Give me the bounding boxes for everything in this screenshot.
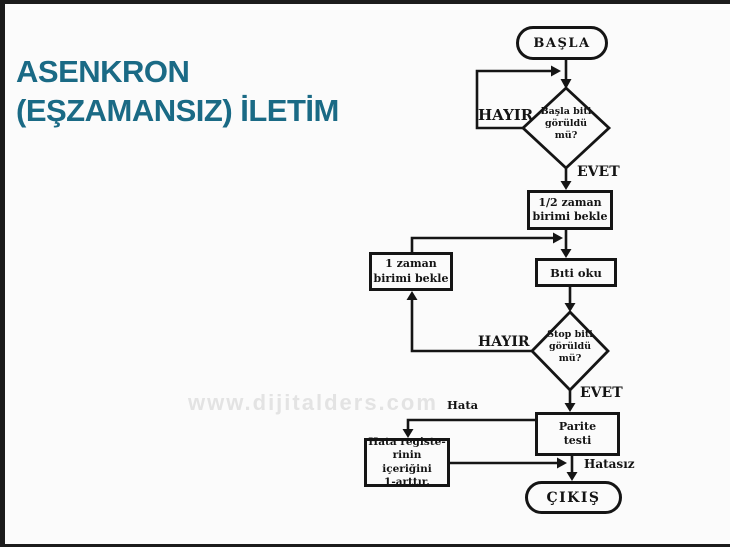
edge-label-hatasiz: Hatasız (584, 457, 635, 471)
edge-label-evet-bottom: EVET (580, 385, 623, 401)
arrowhead-down-icon (564, 403, 576, 412)
node-parity-test-label: Parite testi (558, 419, 597, 447)
frame-bar-bottom (0, 544, 730, 547)
arrowhead-down-icon (560, 249, 572, 258)
decision-start-bit-label: Başla biti görüldü mü? (540, 106, 592, 141)
arrowhead-up-icon (406, 291, 418, 300)
node-end-terminator: ÇIKIŞ (525, 481, 622, 514)
node-wait-half-label: 1/2 zaman birimi bekle (532, 195, 608, 223)
edge-hata-parity-errorreg (406, 418, 535, 429)
edge-label-hata: Hata (447, 398, 479, 412)
node-error-register-label: Hata registe- rinin içeriğini 1-arttır. (368, 436, 446, 488)
node-start-terminator: BAŞLA (516, 26, 608, 60)
edge-label-evet-top: EVET (577, 164, 620, 180)
arrowhead-down-icon (566, 472, 578, 481)
node-end-label: ÇIKIŞ (546, 489, 601, 506)
arrowhead-right-icon (551, 65, 561, 77)
node-wait-one-time: 1 zaman birimi bekle (369, 252, 453, 291)
edge-label-hayir-bottom: HAYIR (478, 334, 530, 350)
arrowhead-down-icon (560, 181, 572, 190)
arrowhead-right-icon (557, 457, 567, 469)
node-read-bit: Bıti oku (535, 258, 617, 287)
node-read-bit-label: Bıti oku (550, 265, 602, 280)
edge-label-hayir-top: HAYIR (478, 106, 534, 124)
decision-stop-bit-label: Stop biti görüldü mü? (547, 329, 593, 364)
node-start-label: BAŞLA (533, 35, 591, 51)
arrowhead-down-icon (564, 303, 576, 312)
node-wait-half-time: 1/2 zaman birimi bekle (527, 190, 613, 230)
node-parity-test: Parite testi (535, 412, 620, 456)
frame-bar-left (0, 0, 5, 547)
arrowhead-down-icon (560, 79, 572, 89)
edge-waitone-junction (410, 236, 553, 253)
slide-title: ASENKRON (EŞZAMANSIZ) İLETİM (16, 54, 339, 128)
watermark-text: www.dijitalders.com (188, 390, 438, 415)
node-error-register: Hata registe- rinin içeriğini 1-arttır. (364, 436, 450, 488)
node-wait-one-label: 1 zaman birimi bekle (373, 257, 449, 285)
arrowhead-right-icon (553, 232, 563, 244)
frame-bar-top (0, 0, 730, 4)
